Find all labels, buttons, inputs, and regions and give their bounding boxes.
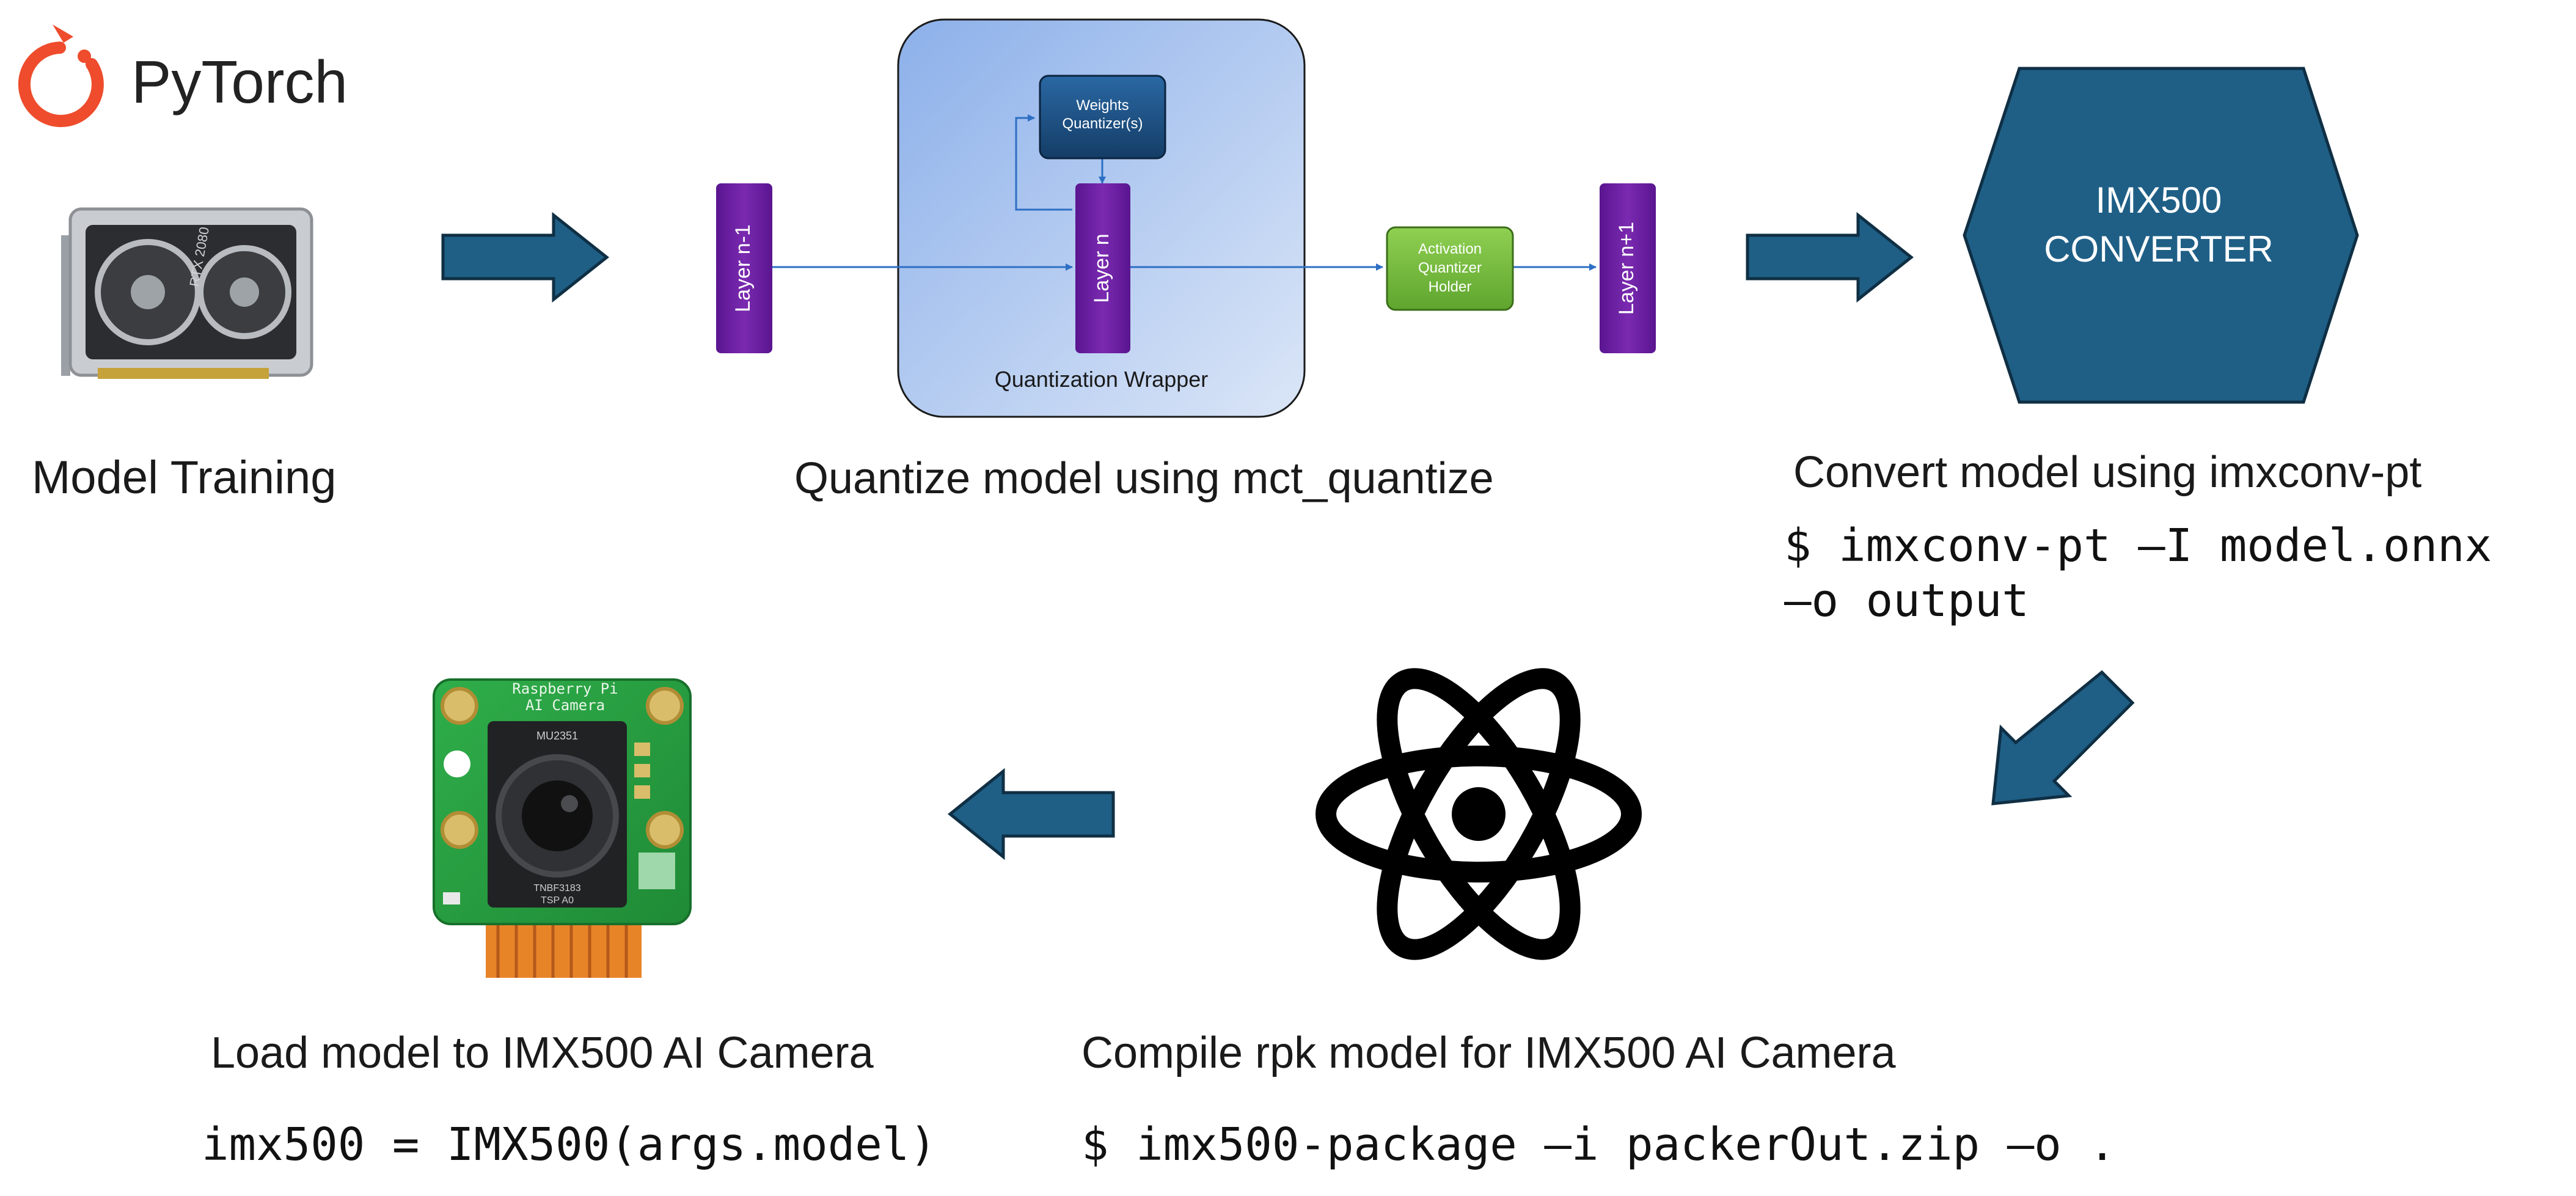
weights-quantizer-box bbox=[1039, 75, 1166, 160]
layer-next bbox=[1600, 183, 1656, 353]
step-quantize-caption: Quantize model using mct_quantize bbox=[794, 454, 1494, 503]
layer-prev bbox=[716, 183, 772, 353]
step-load-caption: Load model to IMX500 AI Camera bbox=[211, 1029, 874, 1077]
layer-curr-label: Layer n bbox=[1090, 233, 1113, 303]
activation-quantizer-label: Activation Quantizer Holder bbox=[1418, 241, 1482, 295]
camera-board-text-1: Raspberry Pi bbox=[512, 680, 618, 697]
converter-line-1: IMX500 bbox=[2096, 180, 2222, 221]
step-training-caption: Model Training bbox=[32, 452, 337, 504]
arrow-down-left-icon bbox=[1991, 670, 2135, 805]
step-convert-caption: Convert model using imxconv-pt bbox=[1793, 448, 2422, 497]
imx500-converter-hexagon bbox=[1963, 67, 2359, 404]
atom-icon bbox=[1315, 668, 1642, 960]
camera-chip-bottom-1: TNBF3183 bbox=[533, 883, 580, 893]
layer-next-label: Layer n+1 bbox=[1615, 222, 1638, 315]
gpu-card-icon: RTX 2080 bbox=[61, 207, 313, 379]
camera-chip-bottom-2: TSP A0 bbox=[541, 895, 574, 906]
load-command: imx500 = IMX500(args.model) bbox=[202, 1118, 937, 1171]
step-compile-caption: Compile rpk model for IMX500 AI Camera bbox=[1081, 1029, 1896, 1077]
converter-line-2: CONVERTER bbox=[2044, 229, 2274, 270]
layer-prev-label: Layer n-1 bbox=[731, 224, 755, 312]
pytorch-logo-text: PyTorch bbox=[131, 48, 348, 116]
quantization-wrapper-label: Quantization Wrapper bbox=[994, 367, 1209, 392]
pytorch-logo-icon bbox=[18, 24, 104, 127]
weights-quantizer-label: Weights Quantizer(s) bbox=[1062, 97, 1143, 132]
arrow-left-icon bbox=[948, 768, 1115, 860]
arrow-right-2-icon bbox=[1746, 211, 1914, 303]
convert-command-line-2: –o output bbox=[1784, 574, 2029, 627]
compile-command: $ imx500-package –i packerOut.zip –o . bbox=[1081, 1118, 2116, 1171]
convert-command-line-1: $ imxconv-pt –I model.onnx bbox=[1784, 519, 2492, 572]
layer-curr bbox=[1075, 183, 1130, 353]
ai-camera-icon: Raspberry Pi AI Camera MU2351 TNBF3183 T… bbox=[433, 678, 692, 978]
activation-quantizer-box bbox=[1386, 226, 1514, 311]
arrow-right-1-icon bbox=[441, 211, 610, 303]
camera-chip-top: MU2351 bbox=[536, 730, 578, 742]
camera-board-text-2: AI Camera bbox=[525, 697, 605, 714]
